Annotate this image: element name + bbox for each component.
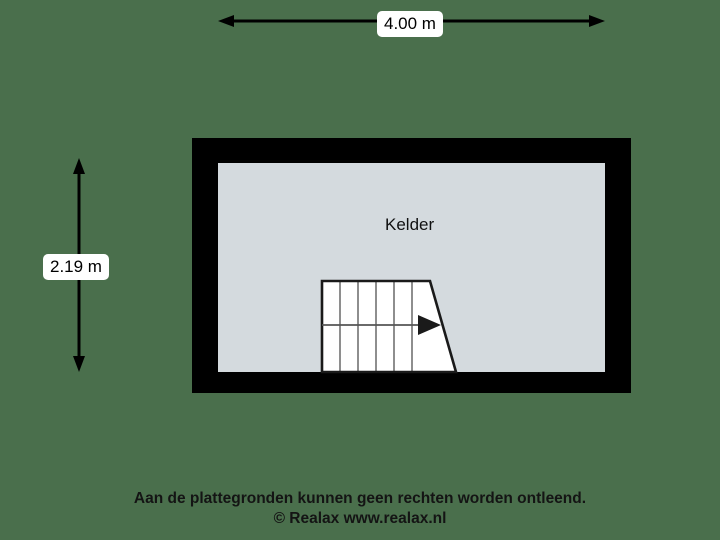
footer-line-2: © Realax www.realax.nl [273,510,447,527]
stair-direction-arrow [322,315,441,335]
stair-outline [322,281,456,372]
width-dimension-label: 4.00 m [377,11,443,37]
stair-border [320,279,458,374]
stair-treads [339,281,413,372]
footer-line-1: Aan de plattegronden kunnen geen rechten… [133,490,587,507]
staircase [320,279,458,374]
height-dimension-label: 2.19 m [43,254,109,280]
room-label-kelder: Kelder [385,215,435,234]
footer-disclaimer: Aan de plattegronden kunnen geen rechten… [0,489,720,529]
